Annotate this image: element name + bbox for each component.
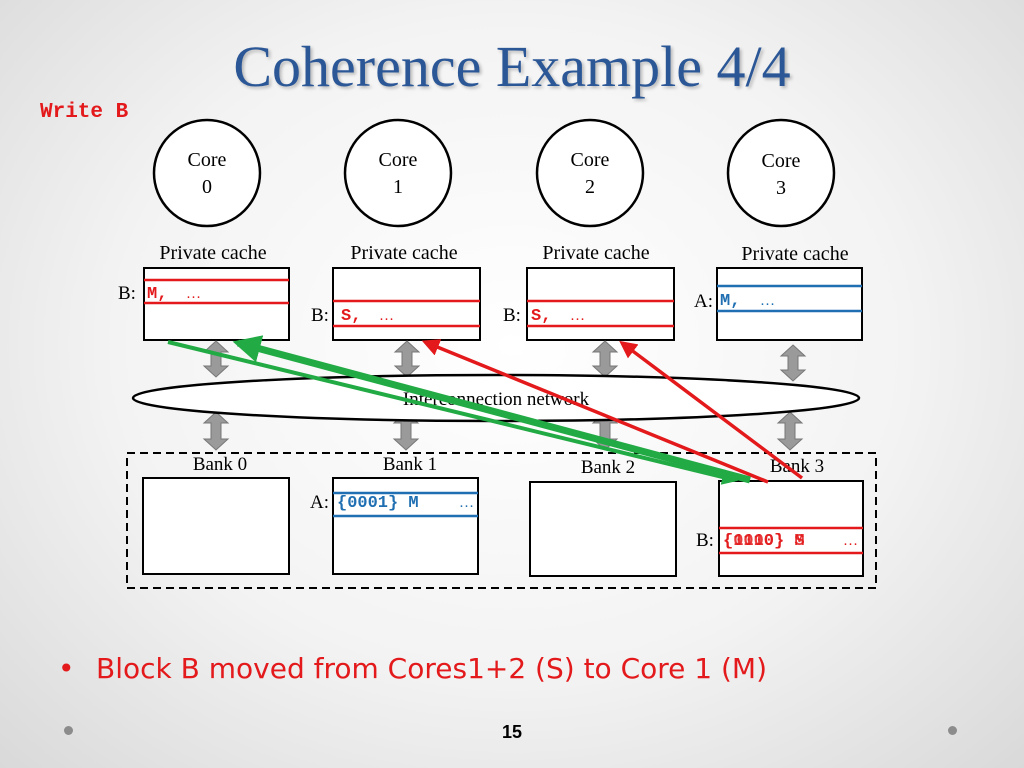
directory-ellipsis: … (459, 495, 474, 511)
bank-label-2: Bank 2 (581, 457, 635, 478)
slide-title: Coherence Example 4/4 (233, 34, 791, 99)
core-label: Core (188, 149, 227, 171)
private-cache-label-3: Private cache (741, 243, 848, 265)
bank-block-label: A: (310, 492, 329, 513)
bank-label-1: Bank 1 (383, 454, 437, 475)
bank-label-0: Bank 0 (193, 454, 247, 475)
bank-0 (142, 477, 290, 575)
private-cache-2: B: S, … (503, 267, 675, 341)
bullet-text: Block B moved from Cores1+2 (S) to Core … (96, 652, 768, 685)
bank-3: B: {0110} S {1000} M … (696, 480, 864, 577)
cache-state: S, (531, 307, 551, 326)
footer-dot-right (948, 726, 957, 735)
cache-state: M, (720, 292, 740, 311)
invalidate-arrow-core1 (421, 339, 769, 484)
core-number: 3 (776, 177, 786, 199)
core-0: Core 0 (152, 118, 262, 228)
bullet-marker: • (58, 652, 75, 685)
double-arrow-icon (202, 411, 230, 451)
core-label: Core (571, 149, 610, 171)
page-number: 15 (501, 722, 523, 742)
cache-state: M, (147, 285, 167, 304)
core-number: 1 (393, 176, 403, 198)
cache-ellipsis: … (379, 308, 394, 324)
cache-block-label: A: (694, 291, 713, 312)
core-label: Core (762, 150, 801, 172)
private-cache-label-2: Private cache (542, 242, 649, 264)
directory-entry-old: {0110} S (723, 532, 805, 551)
bank-2 (529, 481, 677, 577)
bank-label-3: Bank 3 (770, 456, 824, 477)
private-cache-label-0: Private cache (159, 242, 266, 264)
core-number: 2 (585, 176, 595, 198)
directory-ellipsis: … (843, 533, 858, 549)
double-arrow-icon (776, 411, 804, 451)
cache-ellipsis: … (570, 308, 585, 324)
footer-dot-left (64, 726, 73, 735)
directory-entry: {0001} M (337, 494, 419, 513)
core-3: Core 3 (726, 118, 836, 228)
private-cache-1: B: S, … (311, 267, 481, 341)
request-arrow (167, 340, 739, 485)
bank-block-label: B: (696, 530, 714, 551)
core-number: 0 (202, 176, 212, 198)
response-arrow (232, 335, 751, 484)
bullet-point: • Block B moved from Cores1+2 (S) to Core… (58, 652, 767, 685)
core-label: Core (379, 149, 418, 171)
double-arrow-icon (393, 340, 421, 378)
double-arrow-icon (202, 340, 230, 378)
cache-block-label: B: (503, 305, 521, 326)
directory-entry-new: {1000} M (723, 532, 805, 551)
network-label: Interconnection network (403, 389, 590, 410)
double-arrow-icon (591, 340, 619, 378)
bank-1: A: {0001} M … (310, 477, 479, 575)
private-cache-0: B: M, … (118, 267, 290, 341)
action-label: Write B (40, 101, 129, 124)
cache-block-label: B: (311, 305, 329, 326)
cache-block-label: B: (118, 283, 136, 304)
invalidate-arrow-core2 (619, 340, 804, 480)
cache-ellipsis: … (186, 286, 201, 302)
core-1: Core 1 (343, 118, 453, 228)
cache-ellipsis: … (760, 293, 775, 309)
private-cache-label-1: Private cache (350, 242, 457, 264)
double-arrow-icon (779, 344, 807, 382)
cache-state: S, (341, 307, 361, 326)
core-2: Core 2 (535, 118, 645, 228)
private-cache-3: A: M, … (694, 267, 863, 341)
